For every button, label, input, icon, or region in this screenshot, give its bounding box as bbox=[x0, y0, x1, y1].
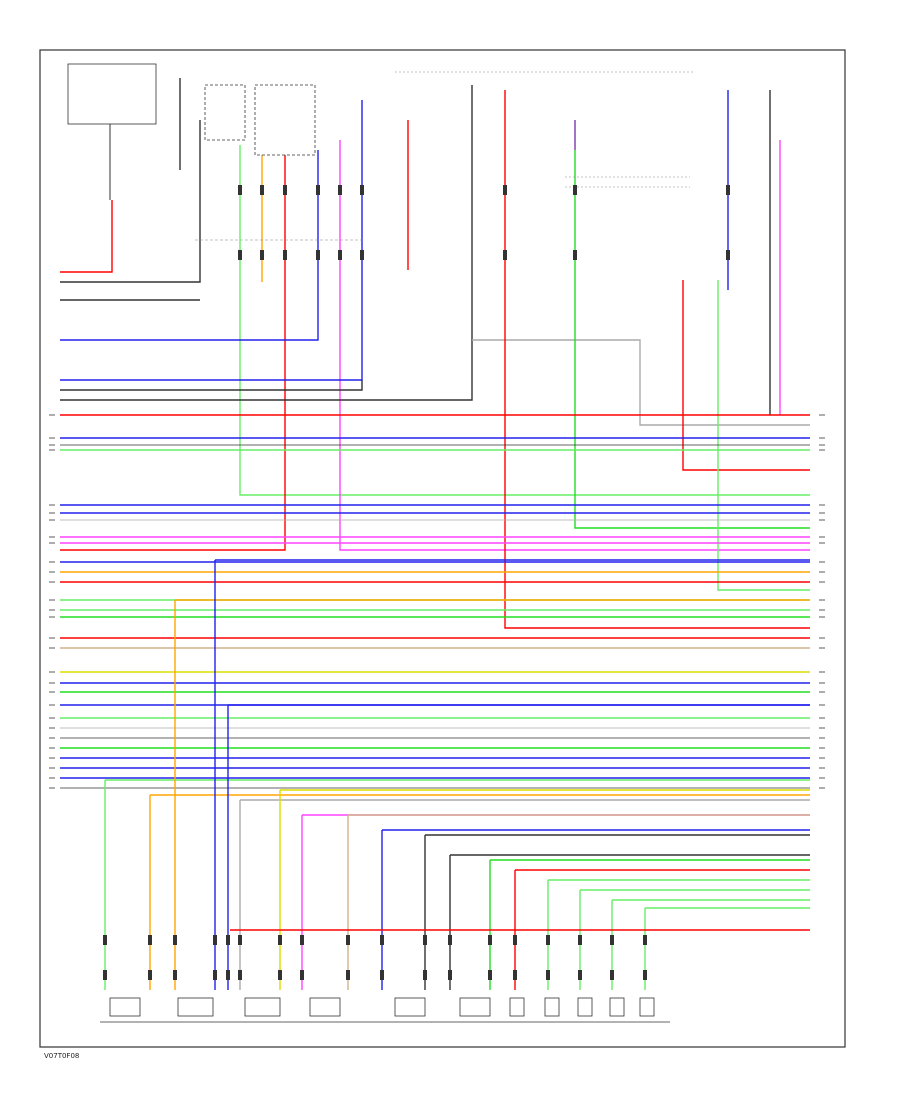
branch-connector-lower-6 bbox=[278, 970, 282, 980]
branch-connector-lower-9 bbox=[380, 970, 384, 980]
top-connector-4 bbox=[338, 185, 342, 195]
relay-module-left bbox=[204, 84, 246, 141]
branch-connector-7 bbox=[300, 935, 304, 945]
sensor-6 bbox=[509, 997, 525, 1017]
branch-connector-0 bbox=[103, 935, 107, 945]
diagram-frame bbox=[39, 49, 846, 1048]
top-connector-lower-5 bbox=[360, 250, 364, 260]
top-connector-2 bbox=[283, 185, 287, 195]
top-connector-1 bbox=[260, 185, 264, 195]
wire-green-right bbox=[574, 120, 810, 529]
relay-module-center bbox=[254, 84, 316, 156]
top-connector-lower-7 bbox=[573, 250, 577, 260]
branch-connector-lower-0 bbox=[103, 970, 107, 980]
sensor-8 bbox=[577, 997, 593, 1017]
branch-connector-lower-1 bbox=[148, 970, 152, 980]
wire-black-drop bbox=[60, 380, 363, 391]
top-connector-lower-4 bbox=[338, 250, 342, 260]
sensor-1 bbox=[177, 997, 214, 1017]
branch-connector-lower-8 bbox=[346, 970, 350, 980]
top-connector-lower-2 bbox=[283, 250, 287, 260]
branch-connector-12 bbox=[488, 935, 492, 945]
wire-layer bbox=[60, 85, 810, 1023]
sensor-10 bbox=[639, 997, 655, 1017]
branch-connector-lower-13 bbox=[513, 970, 517, 980]
branch-connector-lower-14 bbox=[546, 970, 550, 980]
top-connector-3 bbox=[316, 185, 320, 195]
wire-black-long bbox=[60, 85, 473, 401]
branch-connector-lower-3 bbox=[213, 970, 217, 980]
top-connector-6 bbox=[503, 185, 507, 195]
wire-green-switch bbox=[717, 280, 810, 591]
top-connector-8 bbox=[726, 185, 730, 195]
sensor-9 bbox=[609, 997, 625, 1017]
branch-connector-8 bbox=[346, 935, 350, 945]
top-connector-lower-6 bbox=[503, 250, 507, 260]
fuse-box-left bbox=[67, 63, 157, 125]
branch-connector-lower-11 bbox=[448, 970, 452, 980]
wire-red-drop bbox=[60, 150, 286, 551]
branch-connector-lower-4 bbox=[226, 970, 230, 980]
top-connector-lower-1 bbox=[260, 250, 264, 260]
branch-connector-1 bbox=[148, 935, 152, 945]
branch-connector-16 bbox=[610, 935, 614, 945]
branch-connector-15 bbox=[578, 935, 582, 945]
branch-connector-3 bbox=[213, 935, 217, 945]
top-connector-5 bbox=[360, 185, 364, 195]
wire-red-feed bbox=[60, 200, 113, 273]
top-connector-lower-0 bbox=[238, 250, 242, 260]
branch-connector-13 bbox=[513, 935, 517, 945]
branch-connector-lower-7 bbox=[300, 970, 304, 980]
branch-connector-lower-15 bbox=[578, 970, 582, 980]
diagram-code-label: V07T0F08 bbox=[44, 1052, 79, 1060]
top-connector-7 bbox=[573, 185, 577, 195]
branch-connector-lower-10 bbox=[423, 970, 427, 980]
sensor-5 bbox=[459, 997, 491, 1017]
sensor-7 bbox=[544, 997, 560, 1017]
wire-red-right bbox=[504, 90, 810, 629]
branch-connector-4 bbox=[226, 935, 230, 945]
branch-connector-lower-17 bbox=[643, 970, 647, 980]
branch-connector-lower-2 bbox=[173, 970, 177, 980]
top-connector-lower-3 bbox=[316, 250, 320, 260]
branch-connector-5 bbox=[238, 935, 242, 945]
sensor-2 bbox=[244, 997, 281, 1017]
branch-connector-lower-5 bbox=[238, 970, 242, 980]
sensor-3 bbox=[309, 997, 341, 1017]
component-layer bbox=[49, 63, 825, 1017]
wire-black-feed bbox=[60, 120, 201, 283]
sensor-4 bbox=[394, 997, 426, 1017]
wire-red-switch bbox=[682, 280, 810, 471]
branch-connector-2 bbox=[173, 935, 177, 945]
branch-connector-17 bbox=[643, 935, 647, 945]
wire-gray-branch bbox=[472, 339, 810, 426]
branch-connector-lower-16 bbox=[610, 970, 614, 980]
wire-pink-drop bbox=[339, 140, 810, 551]
sensor-0 bbox=[109, 997, 141, 1017]
branch-connector-6 bbox=[278, 935, 282, 945]
top-connector-0 bbox=[238, 185, 242, 195]
branch-connector-9 bbox=[380, 935, 384, 945]
branch-connector-lower-12 bbox=[488, 970, 492, 980]
top-connector-lower-8 bbox=[726, 250, 730, 260]
wire-green-long bbox=[239, 145, 810, 496]
branch-connector-11 bbox=[448, 935, 452, 945]
branch-connector-14 bbox=[546, 935, 550, 945]
branch-connector-10 bbox=[423, 935, 427, 945]
wire-blue-drop bbox=[60, 150, 319, 341]
